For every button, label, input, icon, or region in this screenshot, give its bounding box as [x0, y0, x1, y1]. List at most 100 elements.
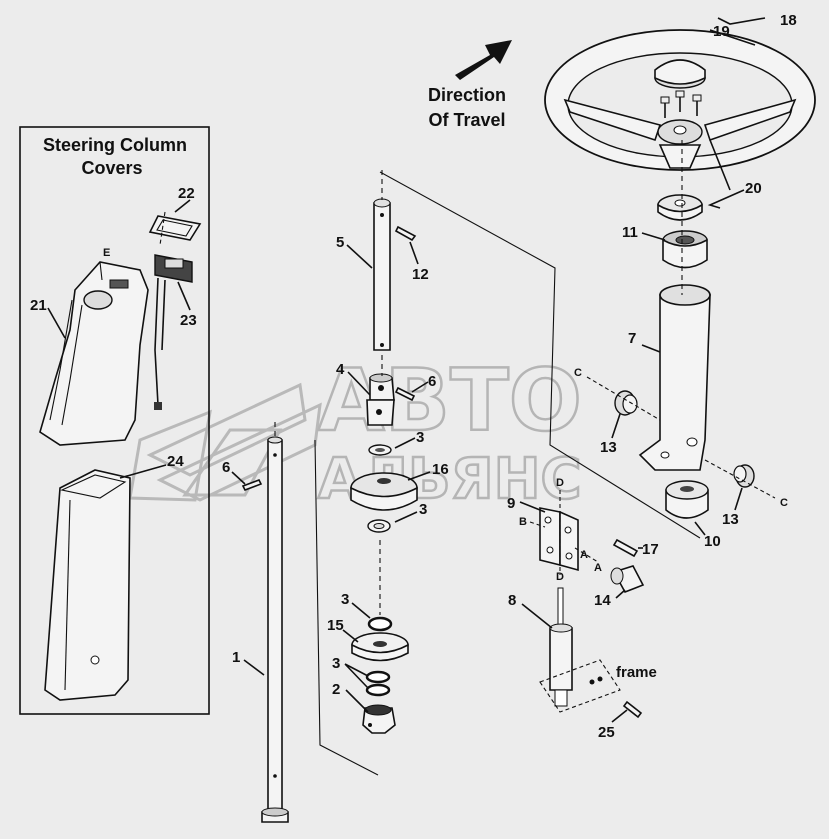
part-15-spacer	[351, 632, 409, 662]
part-3-washer-2-hole	[373, 523, 385, 529]
axis-c-right	[704, 459, 776, 499]
part-21-upper-cover	[39, 261, 149, 446]
part-3-washer-5	[365, 683, 391, 697]
leader-dashed-22	[159, 211, 166, 246]
label-3a: 3	[416, 429, 424, 446]
part-6-pin-upper	[394, 386, 416, 402]
leader-9	[519, 501, 546, 513]
label-7: 7	[628, 330, 636, 347]
watermark: АВТО АЛЬЯНС	[128, 350, 583, 513]
label-13b: 13	[722, 511, 739, 528]
leader-18	[709, 17, 766, 46]
bolts	[660, 90, 702, 118]
letter-d2: D	[556, 571, 564, 583]
letter-e: E	[103, 247, 110, 259]
part-25-pin	[622, 700, 643, 719]
leader-6b	[231, 471, 246, 485]
part-13-bushing-left	[614, 390, 638, 416]
label-12: 12	[412, 266, 429, 283]
axis-a	[574, 547, 599, 563]
part-3-washer-4	[365, 670, 391, 684]
label-20: 20	[745, 180, 762, 197]
label-16: 16	[432, 461, 449, 478]
part-10-bushing-block	[665, 480, 709, 519]
leader-23	[177, 281, 191, 311]
leader-2	[345, 689, 369, 713]
leader-15	[342, 629, 359, 643]
part-3-washer-1-hole	[375, 448, 385, 452]
leader-25	[611, 709, 628, 723]
leader-12	[409, 241, 419, 265]
part-16-flange-bearing	[350, 472, 418, 511]
leader-11	[641, 232, 666, 241]
leader-20	[707, 139, 745, 209]
letter-c2: C	[780, 497, 788, 509]
label-13a: 13	[600, 439, 617, 456]
direction-arrow-icon	[455, 40, 512, 80]
leader-1	[243, 659, 265, 676]
direction-line2: Of Travel	[428, 110, 505, 130]
part-20-hub-adapter	[657, 194, 703, 221]
part-7-column-tube	[638, 284, 711, 471]
letter-b: B	[519, 516, 527, 528]
watermark-line1: АВТО	[318, 351, 582, 451]
leader-3c	[351, 602, 371, 619]
leader-24	[119, 464, 167, 479]
label-24: 24	[167, 453, 184, 470]
frame-label: frame	[616, 664, 657, 681]
inset-covers: Steering Column Covers E	[19, 126, 210, 715]
direction-line1: Direction	[428, 85, 506, 105]
letter-a2: A	[594, 562, 602, 574]
label-5: 5	[336, 234, 344, 251]
inset-title-line2: Covers	[81, 158, 142, 178]
part-9-bracket	[539, 507, 579, 572]
leader-16	[407, 471, 431, 481]
part-5-shaft	[373, 198, 391, 351]
label-17: 17	[642, 541, 659, 558]
label-23: 23	[180, 312, 197, 329]
part-19-horn-cap	[654, 59, 706, 89]
part-8-gas-spring	[549, 587, 573, 707]
leader-13a	[611, 413, 621, 439]
leader-3d	[344, 663, 369, 689]
leader-4	[347, 371, 371, 396]
inset-title-line1: Steering Column	[43, 135, 187, 155]
part-12-pin	[394, 225, 417, 242]
assembly-outline-right	[379, 171, 701, 539]
leader-8	[521, 603, 553, 629]
label-25: 25	[598, 724, 615, 741]
inset-border	[19, 126, 210, 715]
label-15: 15	[327, 617, 344, 634]
part-14-cap	[610, 565, 645, 593]
label-4: 4	[336, 361, 345, 378]
part-1-lower-shaft	[261, 436, 289, 823]
letter-d1: D	[556, 477, 564, 489]
letter-a1: A	[580, 549, 588, 561]
part-23-hour-meter	[154, 254, 193, 410]
frame-mount	[539, 659, 621, 713]
leader-5	[346, 244, 373, 269]
label-3d: 3	[332, 655, 340, 672]
direction-of-travel: Direction Of Travel	[428, 40, 512, 130]
label-8: 8	[508, 592, 516, 609]
axis-b	[529, 521, 546, 528]
part-11-bearing	[662, 230, 708, 269]
part-6-pin-lower	[241, 478, 263, 492]
label-19: 19	[713, 23, 730, 40]
label-2: 2	[332, 681, 340, 698]
leader-3a	[394, 437, 416, 449]
label-1: 1	[232, 649, 240, 666]
label-14: 14	[594, 592, 611, 609]
part-4-universal-joint	[366, 373, 395, 426]
part-3-washer-3	[367, 616, 393, 632]
part-17-pin	[612, 538, 639, 558]
leader-14	[615, 589, 626, 599]
part-22-bezel	[148, 215, 202, 241]
label-21: 21	[30, 297, 47, 314]
part-13-bushing-right	[733, 464, 755, 488]
leader-3b	[394, 511, 418, 523]
label-3b: 3	[419, 501, 427, 518]
axis-c-left	[586, 376, 661, 421]
leader-10	[694, 521, 706, 536]
